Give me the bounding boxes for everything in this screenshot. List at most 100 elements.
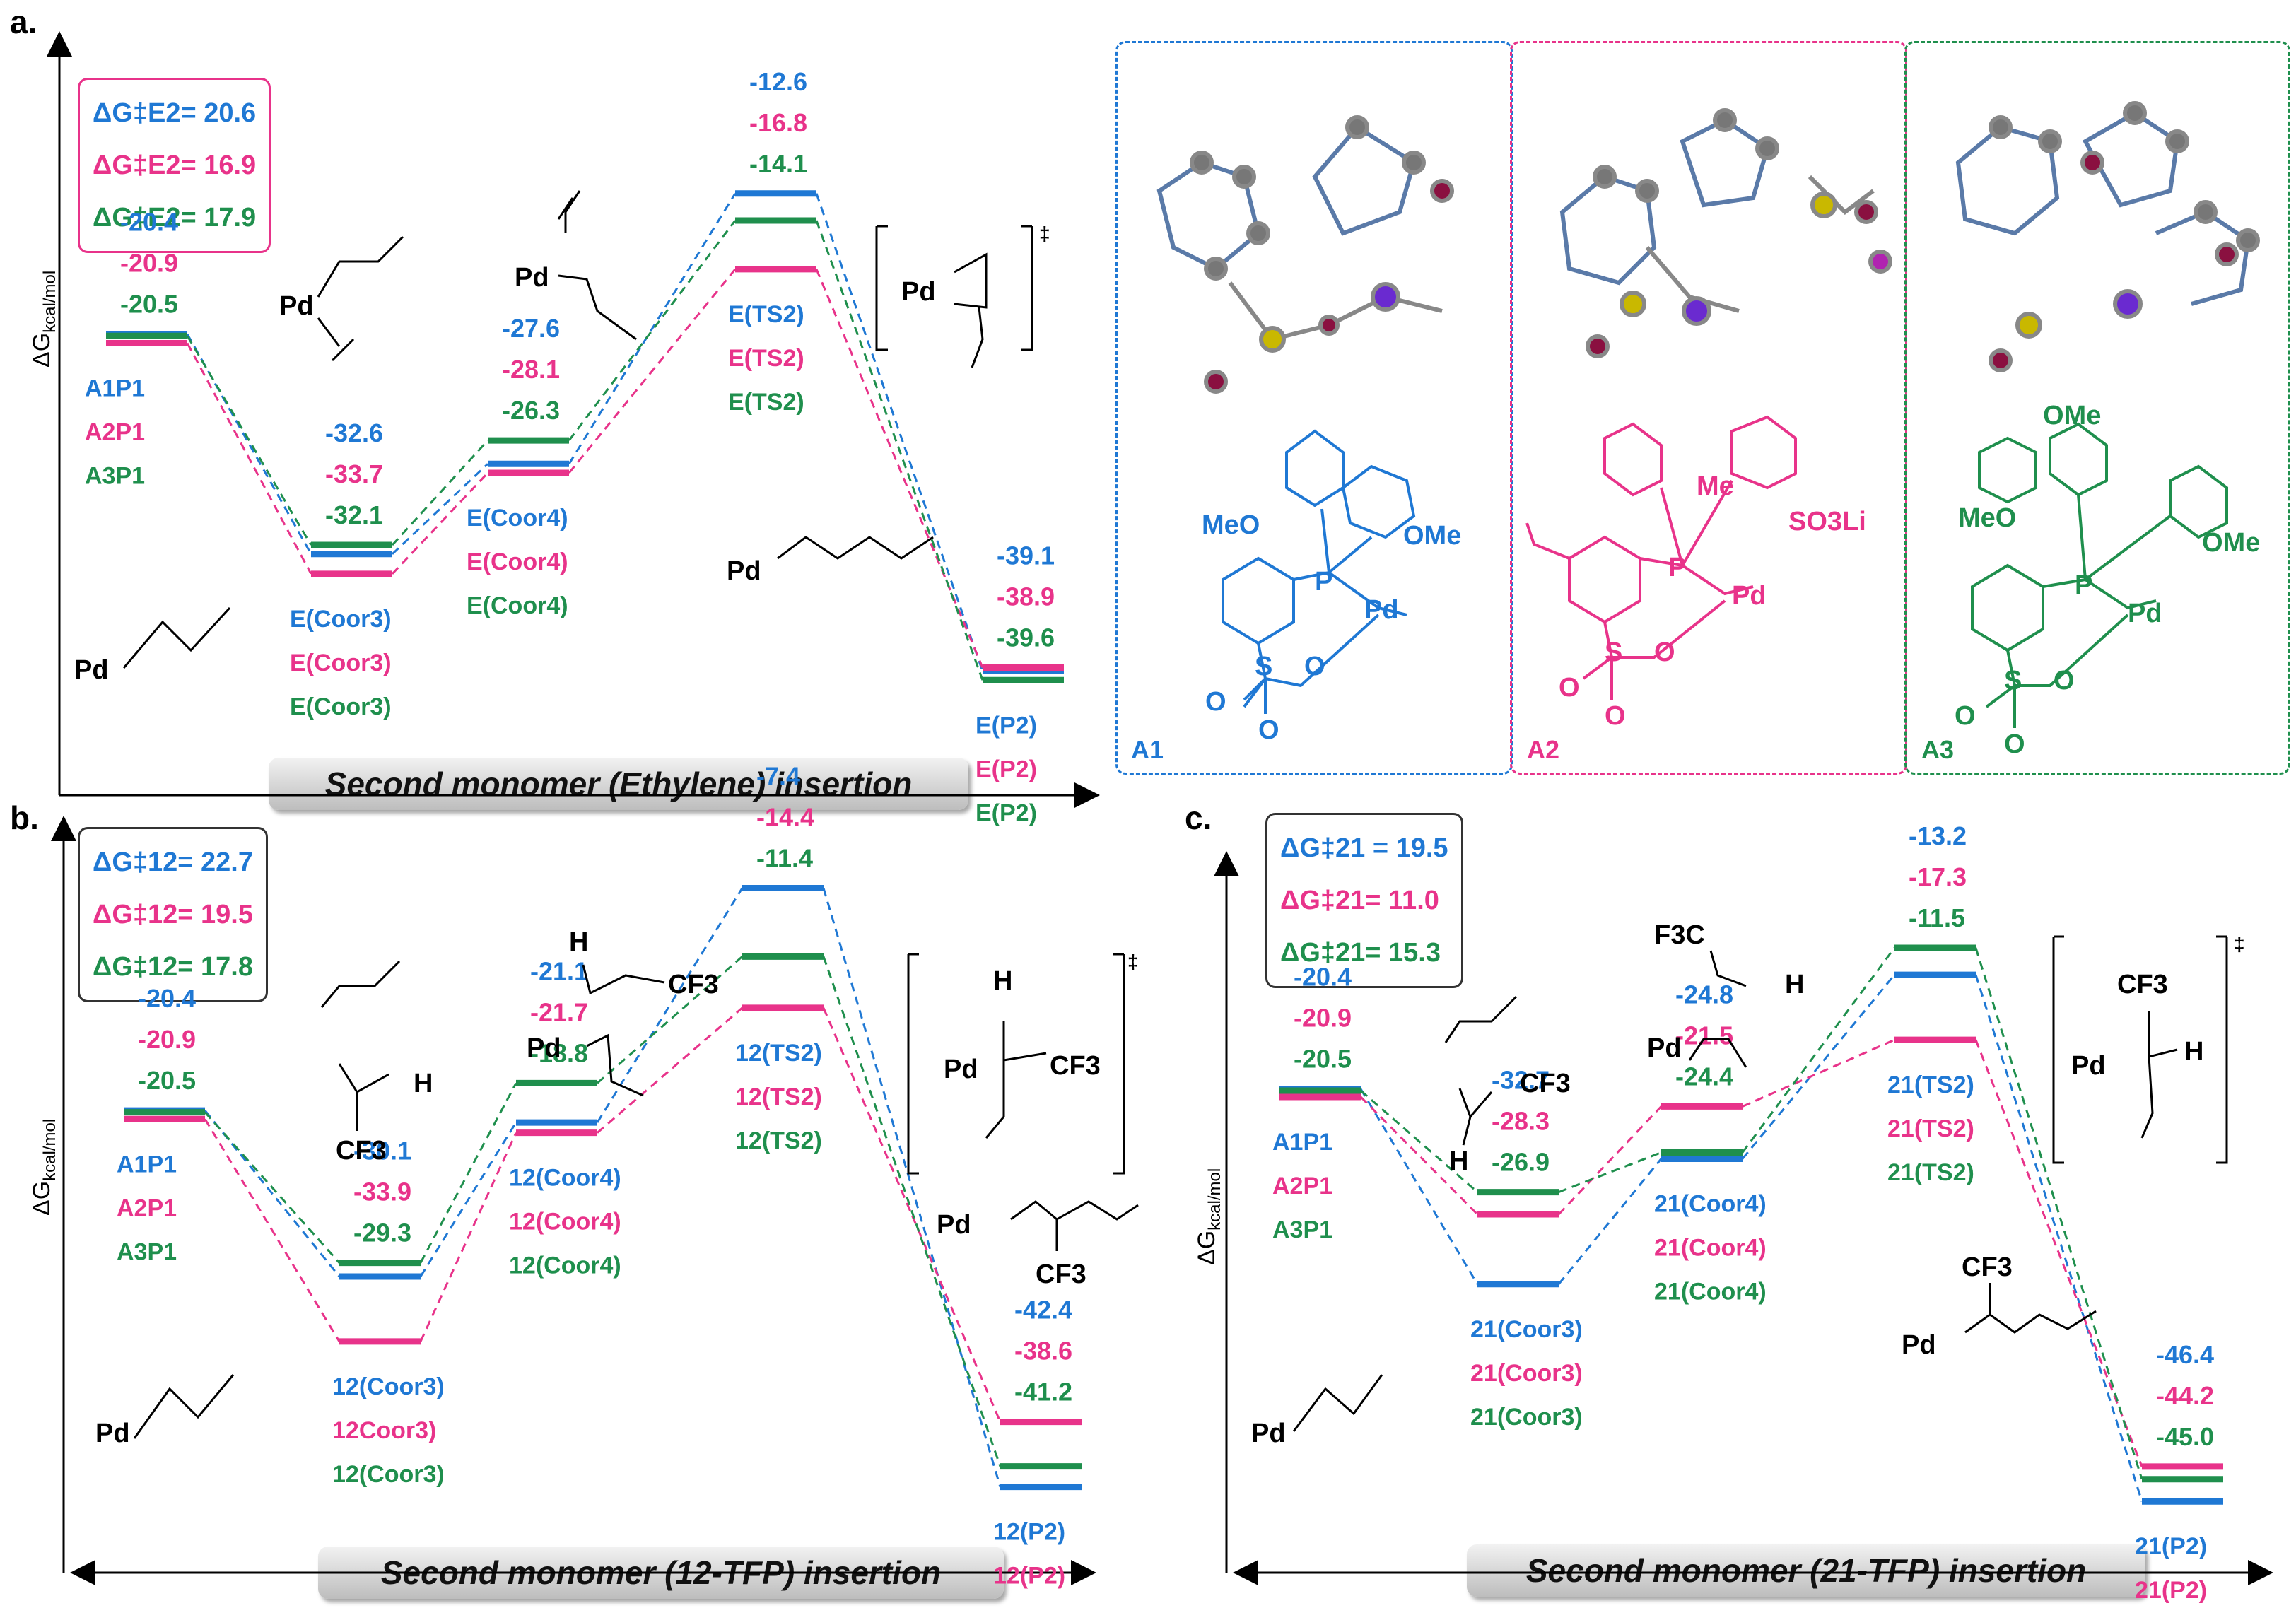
value-c-A2-4: -44.2 bbox=[2156, 1381, 2214, 1410]
svg-text:O: O bbox=[2054, 666, 2075, 696]
connector-a-A3-2 bbox=[568, 220, 737, 442]
frag-c-coor3-cf3: CF3 bbox=[1520, 1069, 1571, 1098]
catalyst-a3-depiction: OMe MeO OMe P Pd S O O O bbox=[1955, 101, 2260, 759]
value-c-A2-0: -20.9 bbox=[1294, 1004, 1352, 1033]
connector-a-A3-0 bbox=[186, 335, 312, 546]
state-label-a-1-2: E(Coor3) bbox=[290, 693, 392, 720]
sketch-a-p1 bbox=[122, 606, 231, 669]
barrier-c3: ΔG‡21= 15.3 bbox=[1280, 938, 1441, 968]
connector-a-A2-0 bbox=[186, 342, 312, 575]
value-a-A2-4: -38.9 bbox=[997, 582, 1055, 611]
connector-b-A2-1 bbox=[419, 1132, 517, 1342]
frag-c-coor4-f3c: F3C bbox=[1654, 920, 1705, 950]
state-label-b-0-2: A3P1 bbox=[117, 1238, 177, 1265]
state-label-c-2-0: 21(Coor4) bbox=[1654, 1190, 1767, 1217]
value-c-A3-2: -24.4 bbox=[1675, 1062, 1733, 1091]
svg-text:O: O bbox=[2004, 729, 2025, 759]
svg-text:P: P bbox=[2075, 570, 2092, 600]
value-a-A3-2: -26.3 bbox=[502, 396, 560, 425]
value-c-A2-3: -17.3 bbox=[1909, 862, 1967, 891]
connector-b-A2-2 bbox=[597, 1007, 743, 1134]
connector-b-A2-0 bbox=[204, 1118, 341, 1342]
state-label-b-0-0: A1P1 bbox=[117, 1151, 177, 1178]
value-b-A2-1: -33.9 bbox=[353, 1178, 411, 1207]
svg-text:O: O bbox=[1605, 701, 1626, 731]
state-label-b-0-1: A2P1 bbox=[117, 1195, 177, 1221]
a3-substituent-text: OMe MeO OMe P Pd S O O O bbox=[1955, 401, 2260, 759]
frag-c-p2-pd: Pd bbox=[1902, 1330, 1936, 1360]
sketch-b-ts2 bbox=[907, 953, 1125, 1175]
value-a-A3-3: -14.1 bbox=[749, 149, 807, 178]
value-c-A1-4: -46.4 bbox=[2156, 1340, 2214, 1369]
state-label-c-4-0: 21(P2) bbox=[2135, 1533, 2207, 1560]
svg-text:O: O bbox=[1205, 687, 1226, 717]
a3-ome-right: OMe bbox=[2202, 528, 2260, 558]
state-label-c-4-1: 21(P2) bbox=[2135, 1577, 2207, 1604]
value-a-A2-1: -33.7 bbox=[325, 459, 383, 488]
svg-text:S: S bbox=[1605, 638, 1622, 667]
a2-substituent-text: Me SO3Li P Pd S O O O bbox=[1559, 471, 1866, 731]
value-a-A2-2: -28.1 bbox=[502, 355, 560, 384]
catalyst-a1-depiction: MeO OMe P Pd S O O O bbox=[1156, 115, 1461, 745]
state-label-a-3-2: E(TS2) bbox=[728, 389, 804, 416]
value-b-A1-0: -20.4 bbox=[138, 984, 196, 1013]
panel-a-barrier-box: ΔG‡E2= 20.6 ΔG‡E2= 16.9 ΔG‡E2= 17.9 bbox=[78, 78, 271, 253]
sketch-a-p2 bbox=[777, 536, 934, 560]
catalyst-a2-depiction: Me SO3Li P Pd S O O O bbox=[1525, 108, 1892, 731]
connector-a-A1-1 bbox=[391, 463, 489, 555]
svg-text:P: P bbox=[1315, 567, 1332, 597]
connector-a-A2-3 bbox=[815, 269, 984, 669]
frag-c-ts2-cf3: CF3 bbox=[2117, 970, 2168, 999]
value-a-A3-1: -32.1 bbox=[325, 500, 383, 529]
panel-b-barrier-box: ΔG‡12= 22.7 ΔG‡12= 19.5 ΔG‡12= 17.8 bbox=[78, 827, 268, 1002]
value-a-A1-0: -20.4 bbox=[120, 208, 178, 237]
value-b-A2-3: -14.4 bbox=[756, 803, 814, 832]
connector-c-A2-1 bbox=[1557, 1105, 1663, 1216]
state-label-c-2-1: 21(Coor4) bbox=[1654, 1234, 1767, 1261]
state-label-a-3-1: E(TS2) bbox=[728, 345, 804, 372]
frag-c-coor4-pd: Pd bbox=[1647, 1033, 1682, 1063]
a3-meo: MeO bbox=[1958, 503, 2016, 533]
value-c-A1-0: -20.4 bbox=[1294, 963, 1352, 992]
connector-b-A3-1 bbox=[419, 1082, 517, 1264]
panel-b-letter: b. bbox=[10, 799, 39, 836]
svg-text:O: O bbox=[1654, 638, 1675, 667]
frag-b-p1-pd: Pd bbox=[95, 1419, 130, 1448]
state-label-a-4-0: E(P2) bbox=[976, 712, 1037, 739]
barrier-a3: ΔG‡E2= 17.9 bbox=[93, 203, 257, 233]
barrier-a1: ΔG‡E2= 20.6 bbox=[93, 98, 257, 128]
value-a-A2-3: -16.8 bbox=[749, 108, 807, 137]
sketch-a-ts2 bbox=[875, 225, 1033, 368]
svg-text:Pd: Pd bbox=[2128, 599, 2162, 628]
value-a-A3-0: -20.5 bbox=[120, 290, 178, 319]
frag-b-ts2-h: H bbox=[993, 966, 1012, 996]
state-label-b-1-2: 12(Coor3) bbox=[332, 1461, 445, 1488]
value-b-A1-3: -7.4 bbox=[756, 762, 800, 791]
value-a-A1-1: -32.6 bbox=[325, 418, 383, 447]
frag-a-p1-pd: Pd bbox=[74, 655, 109, 685]
a2-me: Me bbox=[1697, 471, 1734, 501]
frag-c-p1-pd: Pd bbox=[1251, 1419, 1286, 1448]
barrier-b2: ΔG‡12= 19.5 bbox=[93, 900, 253, 929]
a1-ball-and-stick bbox=[1156, 115, 1454, 394]
svg-text:O: O bbox=[1304, 652, 1325, 681]
frag-c-ts2-pd: Pd bbox=[2071, 1051, 2106, 1081]
frag-c-coor3-h: H bbox=[1449, 1146, 1468, 1176]
catalyst-frame-a3 bbox=[1904, 41, 2290, 775]
value-c-A1-3: -13.2 bbox=[1909, 821, 1967, 850]
value-b-A3-2: -18.8 bbox=[530, 1038, 588, 1067]
energy-levels bbox=[106, 190, 2223, 1505]
value-c-A1-2: -24.8 bbox=[1675, 980, 1733, 1009]
svg-text:Pd: Pd bbox=[1732, 581, 1767, 611]
frag-b-coor3-h: H bbox=[414, 1069, 433, 1098]
connector-a-A1-2 bbox=[568, 193, 737, 465]
frag-b-p2-cf3: CF3 bbox=[1036, 1260, 1086, 1289]
panel-c-insertion-banner: Second monomer (21-TFP) insertion bbox=[1467, 1544, 2145, 1597]
value-b-A1-1: -30.1 bbox=[353, 1137, 411, 1166]
connector-c-A1-2 bbox=[1741, 974, 1896, 1160]
state-label-c-0-1: A2P1 bbox=[1272, 1173, 1332, 1199]
a3-ball-and-stick bbox=[1955, 101, 2260, 372]
state-label-c-0-2: A3P1 bbox=[1272, 1216, 1332, 1243]
a2-structure bbox=[1525, 415, 1797, 700]
frag-a-ts2-pd: Pd bbox=[901, 277, 936, 307]
